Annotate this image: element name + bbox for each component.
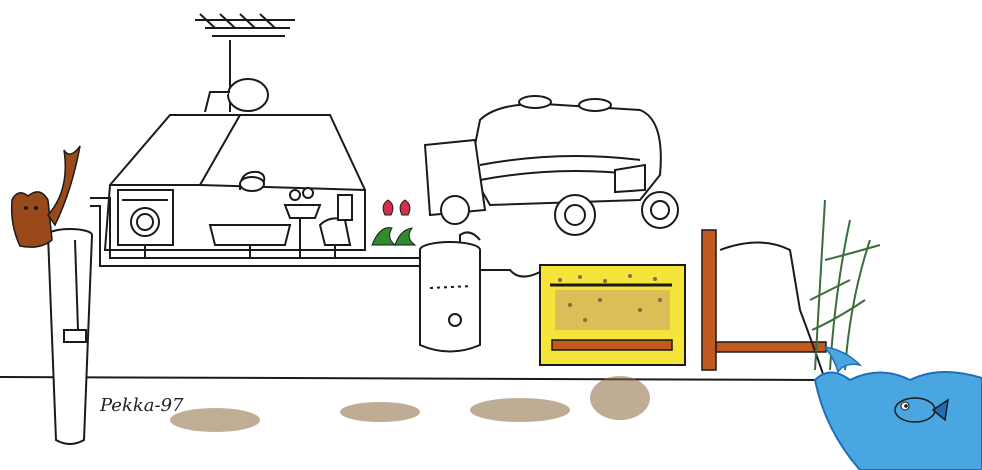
well bbox=[48, 229, 92, 444]
grass-mound bbox=[720, 243, 825, 381]
tulips-icon bbox=[372, 200, 415, 245]
outlet-pipe bbox=[702, 230, 826, 370]
sand-filter-bed bbox=[540, 265, 685, 365]
septic-tank bbox=[420, 242, 540, 352]
soil-smudges bbox=[170, 376, 650, 432]
washing-machine-icon bbox=[118, 190, 173, 245]
pond-water bbox=[815, 372, 982, 470]
artist-signature: Pekka-97 bbox=[100, 395, 184, 416]
ground-line bbox=[0, 377, 820, 380]
truck bbox=[425, 96, 678, 235]
